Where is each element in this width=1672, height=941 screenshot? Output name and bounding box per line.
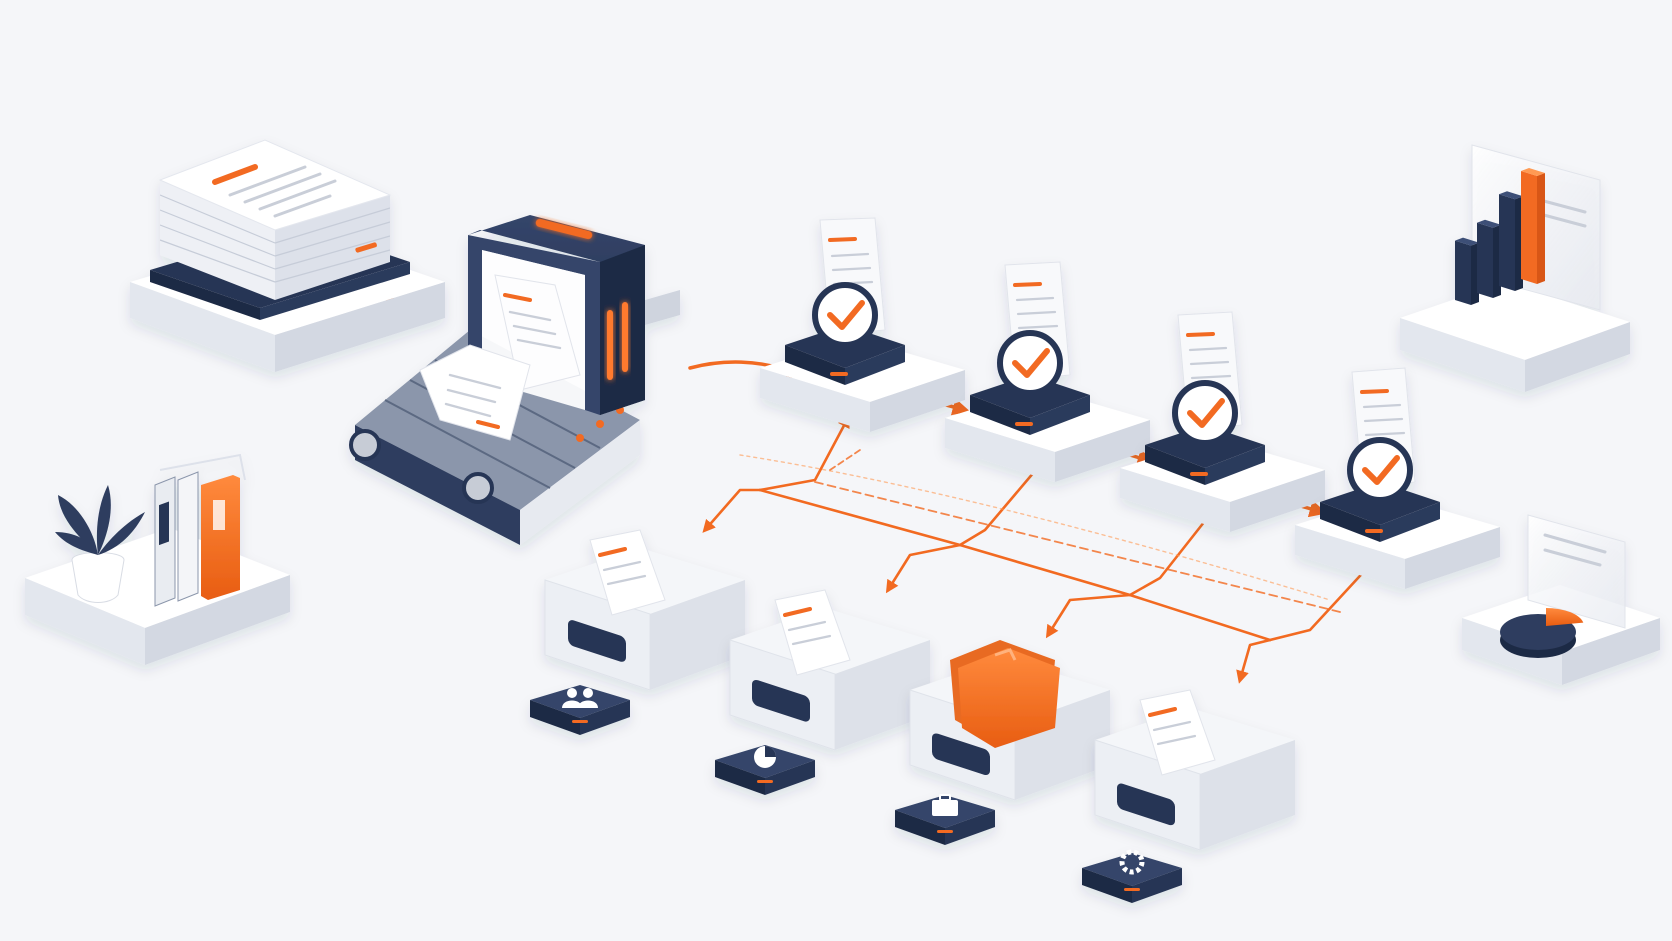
tray-handle	[1117, 783, 1175, 826]
roller	[462, 472, 494, 504]
plant-pot	[71, 552, 125, 603]
bar-chart-bars	[1455, 168, 1545, 305]
header-line	[212, 164, 258, 185]
binder-orange	[201, 475, 240, 600]
validation-step-4	[1295, 367, 1500, 589]
tray-2	[729, 589, 930, 751]
check-badge	[997, 330, 1063, 396]
validation-step-2	[945, 261, 1150, 482]
category-badge-users	[530, 685, 630, 735]
scanned-documents	[419, 274, 581, 441]
plant-leaves	[55, 485, 145, 555]
scanner-side-light	[607, 310, 613, 380]
check-icon	[1187, 398, 1225, 428]
check-icon	[1012, 348, 1050, 378]
roller	[349, 429, 381, 461]
bar	[1499, 191, 1523, 291]
check-badge	[1347, 437, 1413, 503]
route-to-tray-2	[885, 543, 962, 594]
category-badge-gear	[1082, 849, 1182, 903]
pie-chart-panel	[1462, 514, 1660, 685]
pie-chart-icon	[754, 746, 776, 768]
dashed-line-1	[814, 481, 1341, 613]
route-from-tray-2	[958, 462, 1043, 547]
validation-step-1	[760, 217, 965, 432]
gear-icon	[1119, 849, 1145, 875]
bar	[1455, 237, 1479, 305]
route-from-tray-1	[758, 414, 850, 492]
tray-handle	[752, 679, 810, 722]
dashed-line-2	[829, 449, 861, 471]
check-badge	[812, 282, 878, 348]
route-backbone	[758, 488, 1272, 642]
glass-panel	[1527, 514, 1626, 629]
bar	[1521, 168, 1545, 284]
scanner-top-light	[535, 218, 593, 240]
route-to-tray-4	[1236, 638, 1272, 684]
bar-chart-panel	[1400, 144, 1630, 392]
bar	[1477, 219, 1501, 298]
dashed-line-3	[739, 454, 1331, 601]
binder-white	[177, 471, 199, 602]
scanner-side-light	[622, 302, 628, 372]
tray-3	[909, 640, 1110, 801]
pie-chart-highlight-slice	[1546, 608, 1584, 626]
tray-handle	[932, 733, 990, 776]
category-badge-pie	[715, 745, 815, 795]
check-badge	[1172, 380, 1238, 446]
validation-step-3	[1120, 311, 1325, 532]
briefcase-icon	[932, 794, 958, 816]
tray-4	[1094, 689, 1295, 851]
route-to-tray-1	[702, 488, 762, 533]
roller-light	[576, 434, 584, 442]
orange-folders	[950, 640, 1060, 748]
users-icon	[562, 688, 598, 708]
route-to-tray-3	[1045, 593, 1132, 639]
tray-1	[544, 529, 745, 691]
scanner-conveyor	[349, 215, 680, 545]
binders-and-plant	[25, 453, 290, 665]
category-badge-briefcase	[895, 794, 995, 845]
source-document-stack	[130, 139, 445, 372]
tray-handle	[568, 620, 626, 662]
route-from-tray-4	[1268, 562, 1373, 642]
check-icon	[827, 300, 865, 330]
route-from-tray-3	[1128, 508, 1215, 597]
check-icon	[1362, 455, 1400, 485]
roller-light	[596, 420, 604, 428]
connector-arrows	[376, 294, 1373, 684]
